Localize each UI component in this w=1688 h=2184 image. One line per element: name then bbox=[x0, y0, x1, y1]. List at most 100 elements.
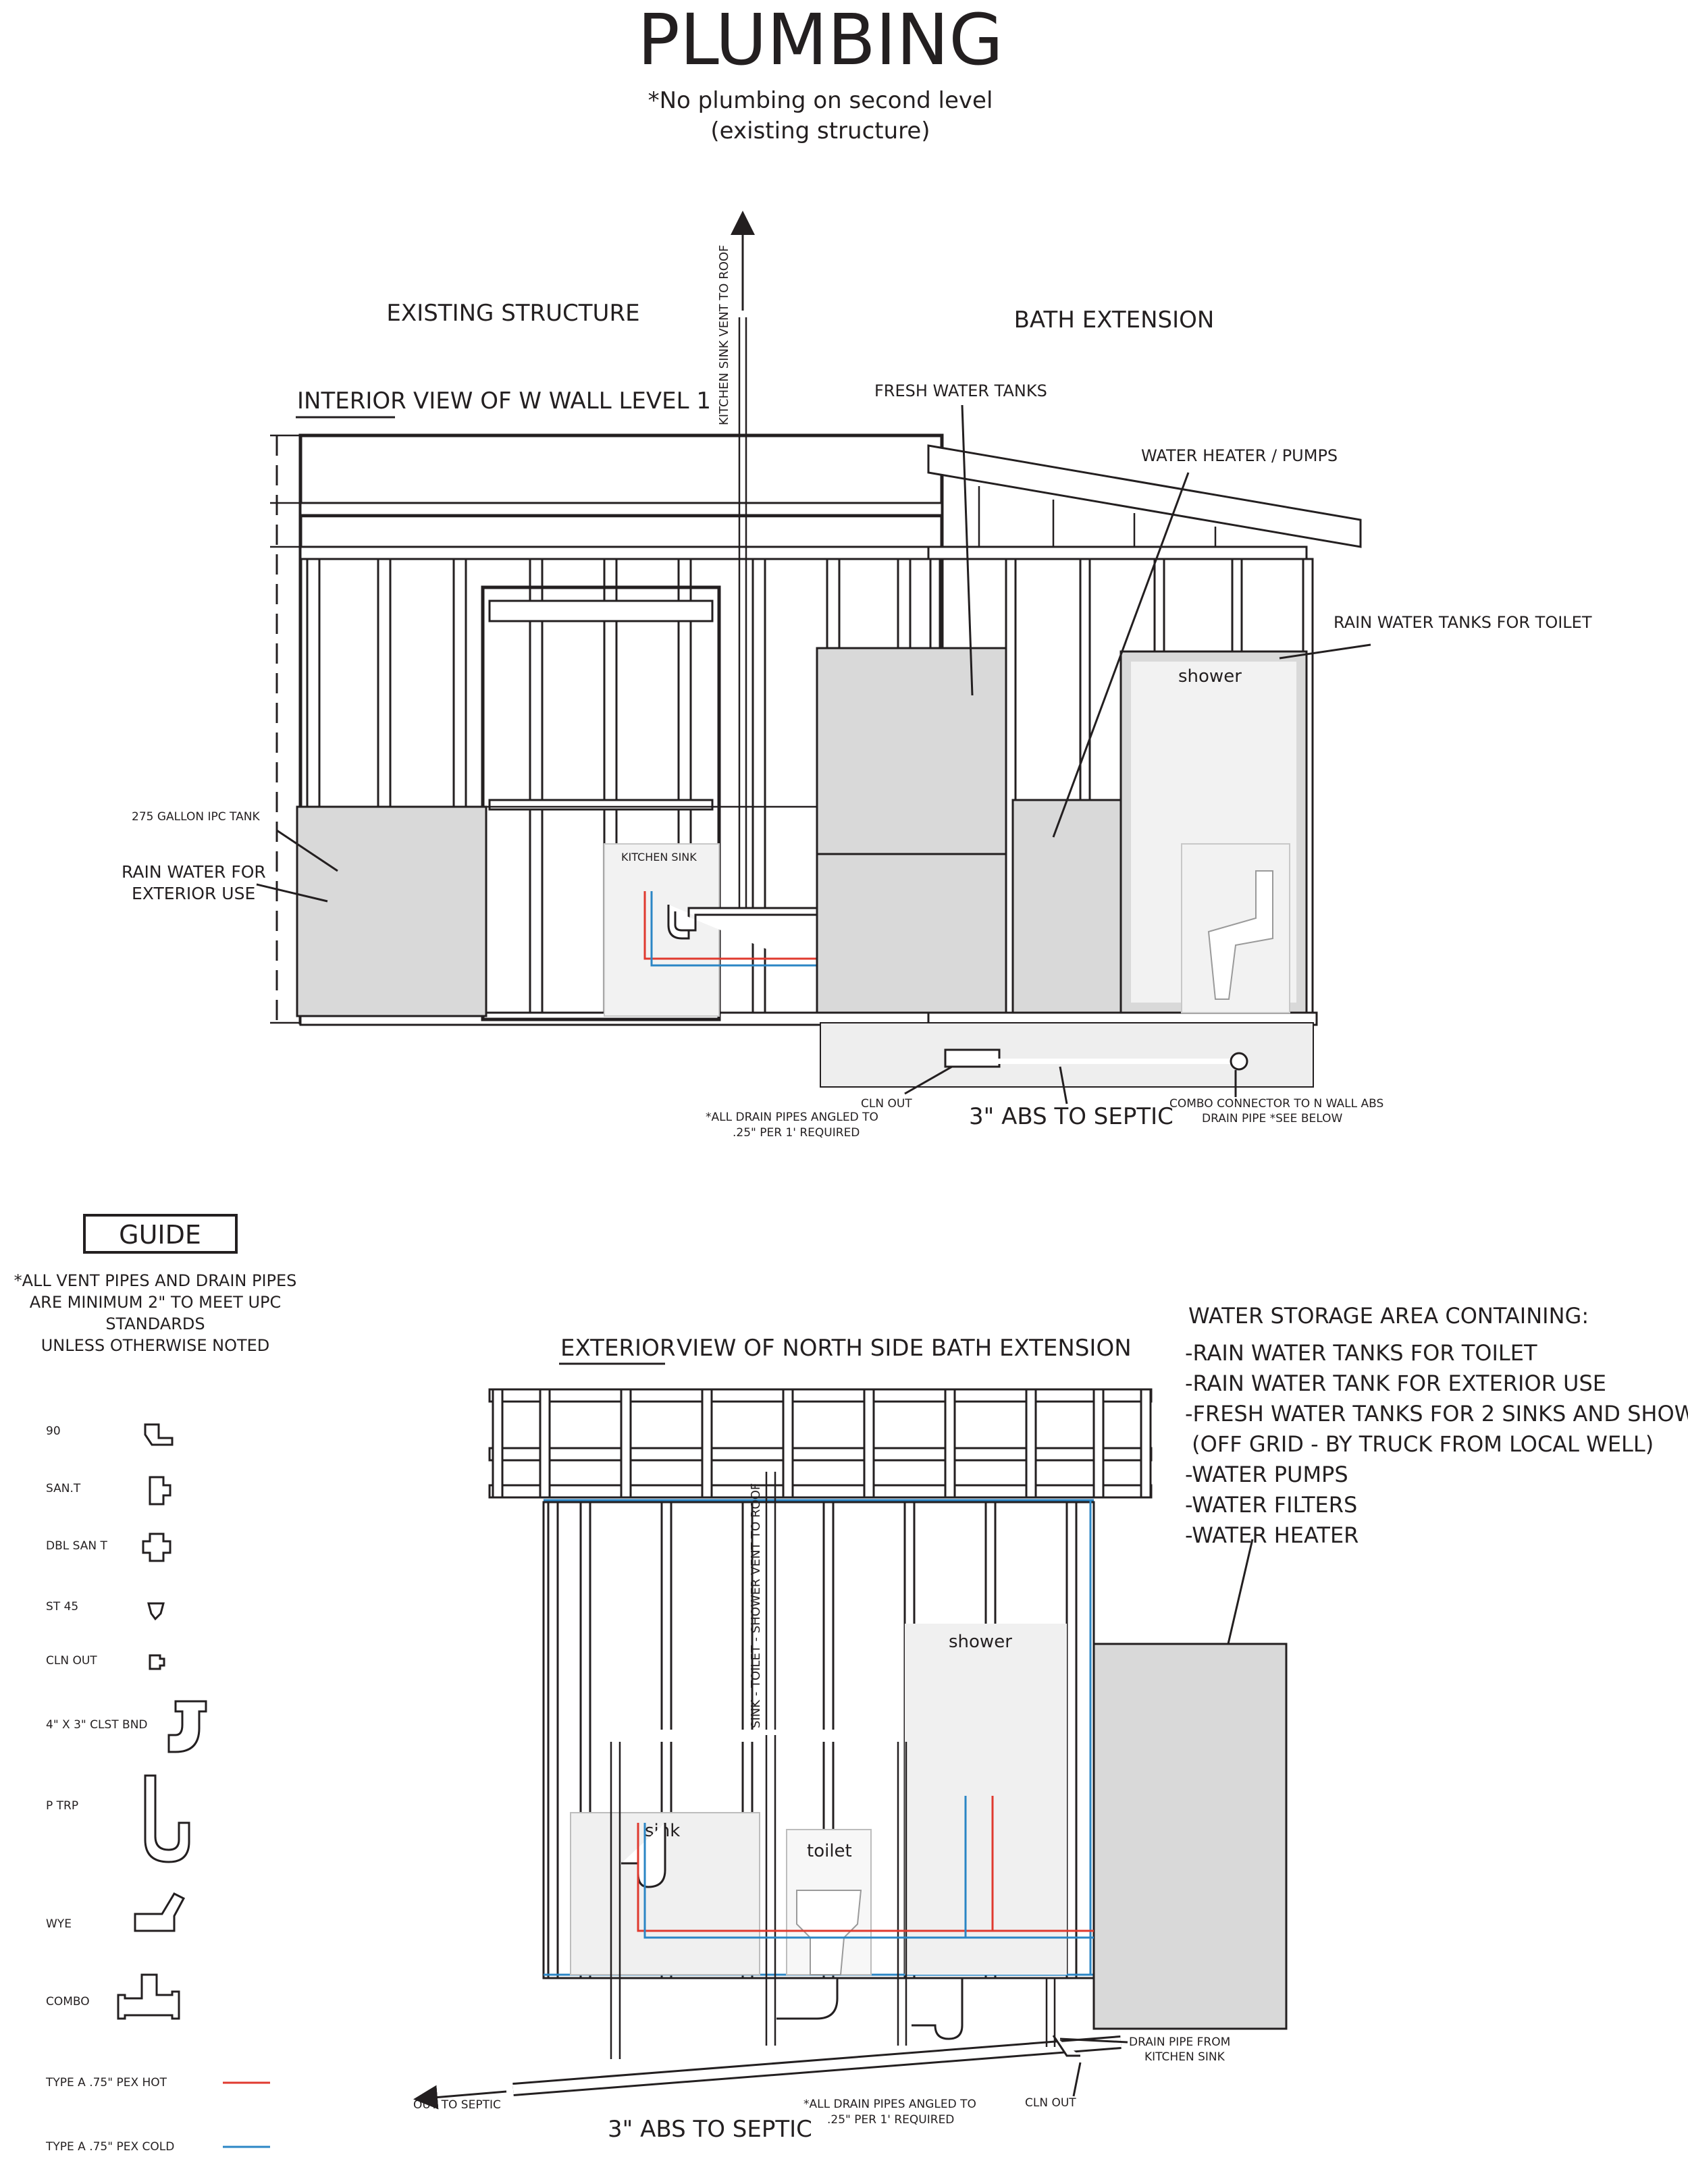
abs-to-septic-label-interior: 3" ABS TO SEPTIC bbox=[969, 1103, 1173, 1130]
rain-water-exterior-line2: EXTERIOR USE bbox=[132, 884, 255, 903]
top-plate-1 bbox=[299, 502, 943, 516]
drain-note-exterior-2: .25" PER 1' REQUIRED bbox=[827, 2113, 954, 2127]
bath-extension-label: BATH EXTENSION bbox=[1014, 307, 1215, 334]
cln-out-label-interior: CLN OUT bbox=[861, 1097, 912, 1111]
fresh-water-tanks-label: FRESH WATER TANKS bbox=[874, 381, 1047, 400]
toilet-outline-exterior bbox=[796, 1890, 862, 1975]
guide-note-1: *ALL VENT PIPES AND DRAIN PIPES bbox=[14, 1271, 297, 1290]
guide-note-3: STANDARDS bbox=[105, 1314, 205, 1333]
guide-item-st-45: ST 45 bbox=[46, 1600, 78, 1614]
combo-connector-label-2: DRAIN PIPE *SEE BELOW bbox=[1202, 1112, 1342, 1125]
guide-item-90: 90 bbox=[46, 1424, 61, 1438]
water-storage-note: WATER STORAGE AREA CONTAINING: -RAIN WAT… bbox=[1185, 1303, 1688, 1685]
drain-kitchen-label-2: KITCHEN SINK bbox=[1144, 2050, 1225, 2064]
storage-item-2: -RAIN WATER TANK FOR EXTERIOR USE bbox=[1185, 1370, 1606, 1396]
main-cleanout bbox=[1052, 2035, 1080, 2057]
guide-legend: GUIDE *ALL VENT PIPES AND DRAIN PIPES AR… bbox=[14, 1214, 297, 2154]
exterior-vent-label: SINK - TOILET - SHOWER VENT TO ROOF bbox=[749, 1483, 763, 1728]
guide-title-box bbox=[83, 1214, 238, 1254]
guide-item-pex-cold: TYPE A .75" PEX COLD bbox=[45, 2140, 174, 2154]
abs-to-septic-label-exterior: 3" ABS TO SEPTIC bbox=[608, 2116, 812, 2143]
guide-item-dbl-san-t: DBL SAN T bbox=[46, 1539, 107, 1553]
window-header bbox=[488, 600, 714, 622]
kitchen-vent-label: KITCHEN SINK VENT TO ROOF bbox=[717, 245, 731, 425]
drain-note-exterior-1: *ALL DRAIN PIPES ANGLED TO bbox=[803, 2098, 976, 2111]
interior-view-title: VIEW OF W WALL LEVEL 1 bbox=[413, 388, 711, 415]
water-heater-pumps-box bbox=[1011, 799, 1122, 1014]
bath-roof bbox=[927, 444, 1362, 548]
cleanout-interior bbox=[944, 1048, 1001, 1068]
toilet-outline bbox=[1207, 870, 1273, 1000]
shower-label-interior: shower bbox=[1178, 666, 1242, 687]
interior-view-drawing: EXISTING STRUCTURE BATH EXTENSION INTERI… bbox=[122, 211, 1592, 1140]
subtitle-line-1: *No plumbing on second level bbox=[648, 87, 993, 114]
guide-item-cln-out: CLN OUT bbox=[46, 1654, 97, 1668]
sanitary-tee-icon bbox=[149, 1476, 172, 1506]
kitchen-sink-zone bbox=[604, 843, 720, 1017]
drain-note-interior-2: .25" PER 1' REQUIRED bbox=[733, 1126, 860, 1140]
elbow-90-icon bbox=[144, 1423, 174, 1446]
page-title: PLUMBING bbox=[637, 0, 1003, 81]
toilet-closet-bend bbox=[776, 1978, 839, 2020]
cln-out-label-exterior: CLN OUT bbox=[1025, 2096, 1076, 2110]
storage-item-5: -WATER PUMPS bbox=[1185, 1462, 1348, 1487]
combo-connector-label-1: COMBO CONNECTOR TO N WALL ABS bbox=[1169, 1097, 1383, 1111]
exterior-top-plate bbox=[488, 1388, 1153, 1403]
bath-top-plate bbox=[927, 545, 1308, 560]
pex-hot-line-exterior bbox=[637, 1823, 1094, 1932]
cleanout-icon bbox=[149, 1654, 165, 1670]
water-heater-pumps-label: WATER HEATER / PUMPS bbox=[1141, 446, 1338, 465]
combo-icon bbox=[117, 1973, 180, 2020]
rim-joist bbox=[299, 515, 943, 548]
storage-item-6: -WATER FILTERS bbox=[1185, 1492, 1357, 1518]
exterior-plate-3 bbox=[488, 1484, 1153, 1499]
window-opening bbox=[481, 585, 721, 1021]
out-to-septic-label: OUT TO SEPTIC bbox=[413, 2098, 501, 2112]
guide-title: GUIDE bbox=[119, 1220, 201, 1250]
wye-icon bbox=[134, 1892, 186, 1932]
shower-p-trap bbox=[912, 1978, 964, 2040]
out-to-septic-arrow bbox=[413, 2085, 507, 2110]
interior-view-prefix: INTERIOR bbox=[297, 388, 406, 415]
guide-item-closet-bend: 4" X 3" CLST BND bbox=[46, 1718, 148, 1732]
double-sanitary-tee-icon bbox=[142, 1533, 172, 1562]
rain-water-tank bbox=[296, 805, 487, 1017]
shower-label-exterior: shower bbox=[949, 1632, 1012, 1652]
rain-water-exterior-line1: RAIN WATER FOR bbox=[122, 862, 266, 882]
kitchen-sink-label: KITCHEN SINK bbox=[621, 851, 697, 863]
closet-bend-icon bbox=[167, 1700, 207, 1753]
pex-cold-line-exterior bbox=[643, 1823, 1094, 1939]
guide-item-san-t: SAN.T bbox=[46, 1482, 81, 1495]
exterior-plate-2 bbox=[488, 1447, 1153, 1462]
storage-item-3: -FRESH WATER TANKS FOR 2 SINKS AND SHOWE… bbox=[1185, 1401, 1688, 1427]
guide-item-wye: WYE bbox=[46, 1917, 72, 1931]
guide-item-combo: COMBO bbox=[46, 1995, 90, 2008]
exterior-shower-zone bbox=[905, 1624, 1067, 1975]
rain-water-tanks-toilet-label: RAIN WATER TANKS FOR TOILET bbox=[1334, 613, 1592, 632]
water-storage-box bbox=[1092, 1643, 1288, 2030]
top-plate-2 bbox=[299, 545, 943, 560]
exterior-view-drawing: EXTERIOR VIEW OF NORTH SIDE BATH EXTENSI… bbox=[413, 1335, 1288, 2143]
exterior-view-title: VIEW OF NORTH SIDE BATH EXTENSION bbox=[677, 1335, 1132, 1362]
tank-275-label: 275 GALLON IPC TANK bbox=[132, 810, 260, 824]
p-trap-icon bbox=[144, 1774, 190, 1863]
window-sill bbox=[488, 799, 714, 811]
combo-connector-symbol bbox=[1230, 1052, 1248, 1071]
bath-foundation bbox=[820, 1022, 1314, 1088]
guide-item-p-trap: P TRP bbox=[46, 1799, 78, 1813]
drain-kitchen-label-1: DRAIN PIPE FROM bbox=[1129, 2035, 1230, 2049]
guide-note-2: ARE MINIMUM 2" TO MEET UPC bbox=[30, 1293, 282, 1312]
storage-item-7: -WATER HEATER bbox=[1185, 1522, 1359, 1548]
toilet-label: toilet bbox=[807, 1841, 852, 1861]
guide-note-4: UNLESS OTHERWISE NOTED bbox=[41, 1336, 270, 1355]
storage-item-1: -RAIN WATER TANKS FOR TOILET bbox=[1185, 1340, 1537, 1366]
drain-note-interior-1: *ALL DRAIN PIPES ANGLED TO bbox=[706, 1111, 878, 1124]
street-45-icon bbox=[147, 1602, 165, 1621]
storage-item-4: (OFF GRID - BY TRUCK FROM LOCAL WELL) bbox=[1185, 1431, 1654, 1457]
subtitle-line-2: (existing structure) bbox=[710, 117, 930, 144]
exterior-view-prefix: EXTERIOR bbox=[560, 1335, 675, 1362]
storage-heading: WATER STORAGE AREA CONTAINING: bbox=[1188, 1303, 1589, 1329]
fresh-water-tank-2 bbox=[816, 853, 1007, 1014]
guide-item-pex-hot: TYPE A .75" PEX HOT bbox=[45, 2076, 167, 2089]
